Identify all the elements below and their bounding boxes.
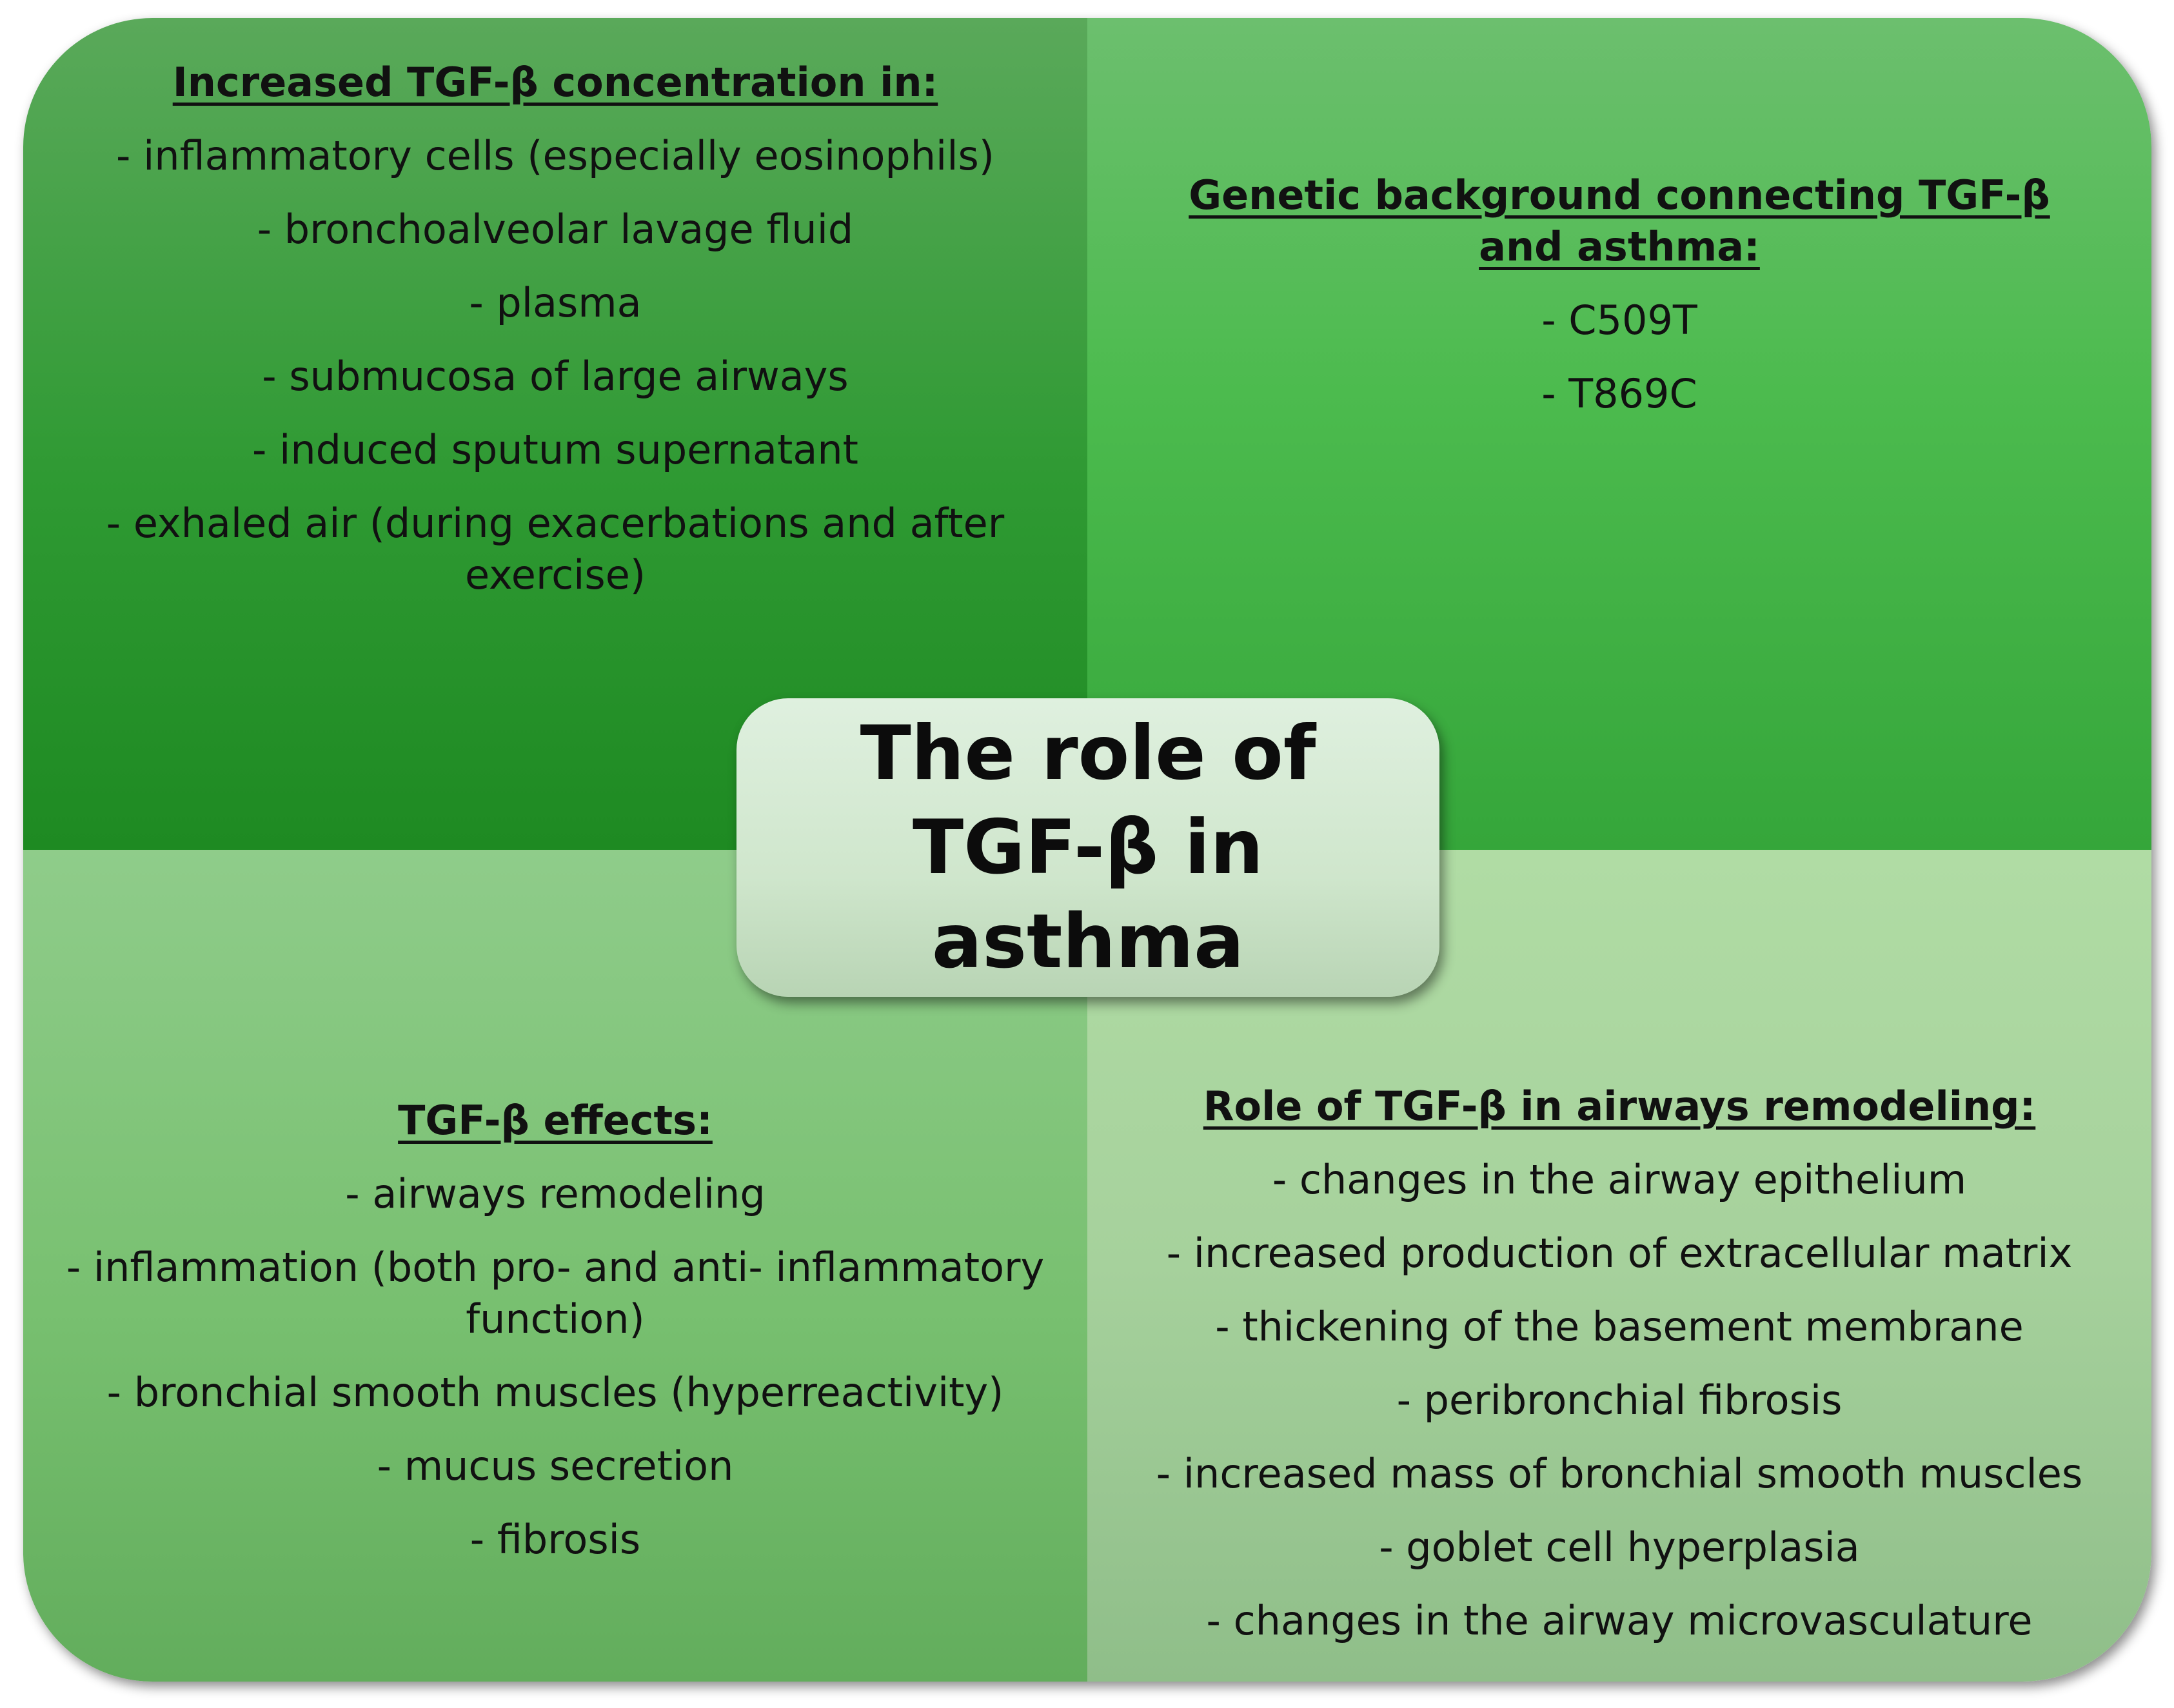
list-item: - T869C (1541, 370, 1697, 417)
list-item: - increased production of extracellular … (1166, 1230, 2073, 1277)
list-item: - increased mass of bronchial smooth mus… (1156, 1450, 2083, 1497)
list-item: - plasma (469, 279, 642, 326)
list-item: - peribronchial fibrosis (1396, 1377, 1843, 1424)
list-item: - exhaled air (during exacerbations and … (106, 500, 1005, 598)
quadrant-heading: Genetic background connecting TGF-β and … (1189, 172, 2050, 270)
quadrant-increased-concentration: Increased TGF-β concentration in: - infl… (23, 18, 1087, 850)
diagram-board: Increased TGF-β concentration in: - infl… (23, 18, 2151, 1682)
list-item: - inflammatory cells (especially eosinop… (116, 132, 994, 179)
list-item: - bronchoalveolar lavage fluid (257, 206, 854, 253)
list-item: - changes in the airway epithelium (1272, 1156, 1967, 1203)
list-item: - changes in the airway microvasculature (1206, 1597, 2033, 1644)
list-item: - submucosa of large airways (262, 353, 849, 400)
quadrant-effects: TGF-β effects: - airways remodeling - in… (23, 850, 1087, 1682)
list-item: - thickening of the basement membrane (1215, 1303, 2024, 1350)
quadrant-heading: Increased TGF-β concentration in: (172, 59, 938, 106)
list-item: - inflammation (both pro- and anti- infl… (66, 1244, 1045, 1342)
center-title: The role of TGF-β in asthma (860, 709, 1316, 985)
list-item: - induced sputum supernatant (252, 426, 858, 473)
list-item: - fibrosis (469, 1516, 641, 1563)
list-item: - bronchial smooth muscles (hyperreactiv… (106, 1369, 1004, 1416)
list-item: - airways remodeling (345, 1170, 766, 1217)
center-title-box: The role of TGF-β in asthma (736, 698, 1439, 997)
quadrant-heading: TGF-β effects: (398, 1097, 713, 1144)
list-item: - mucus secretion (377, 1442, 734, 1489)
list-item: - C509T (1541, 297, 1697, 344)
quadrant-genetic-background: Genetic background connecting TGF-β and … (1087, 18, 2151, 850)
quadrant-heading: Role of TGF-β in airways remodeling: (1203, 1083, 2036, 1130)
list-item: - goblet cell hyperplasia (1379, 1524, 1860, 1571)
